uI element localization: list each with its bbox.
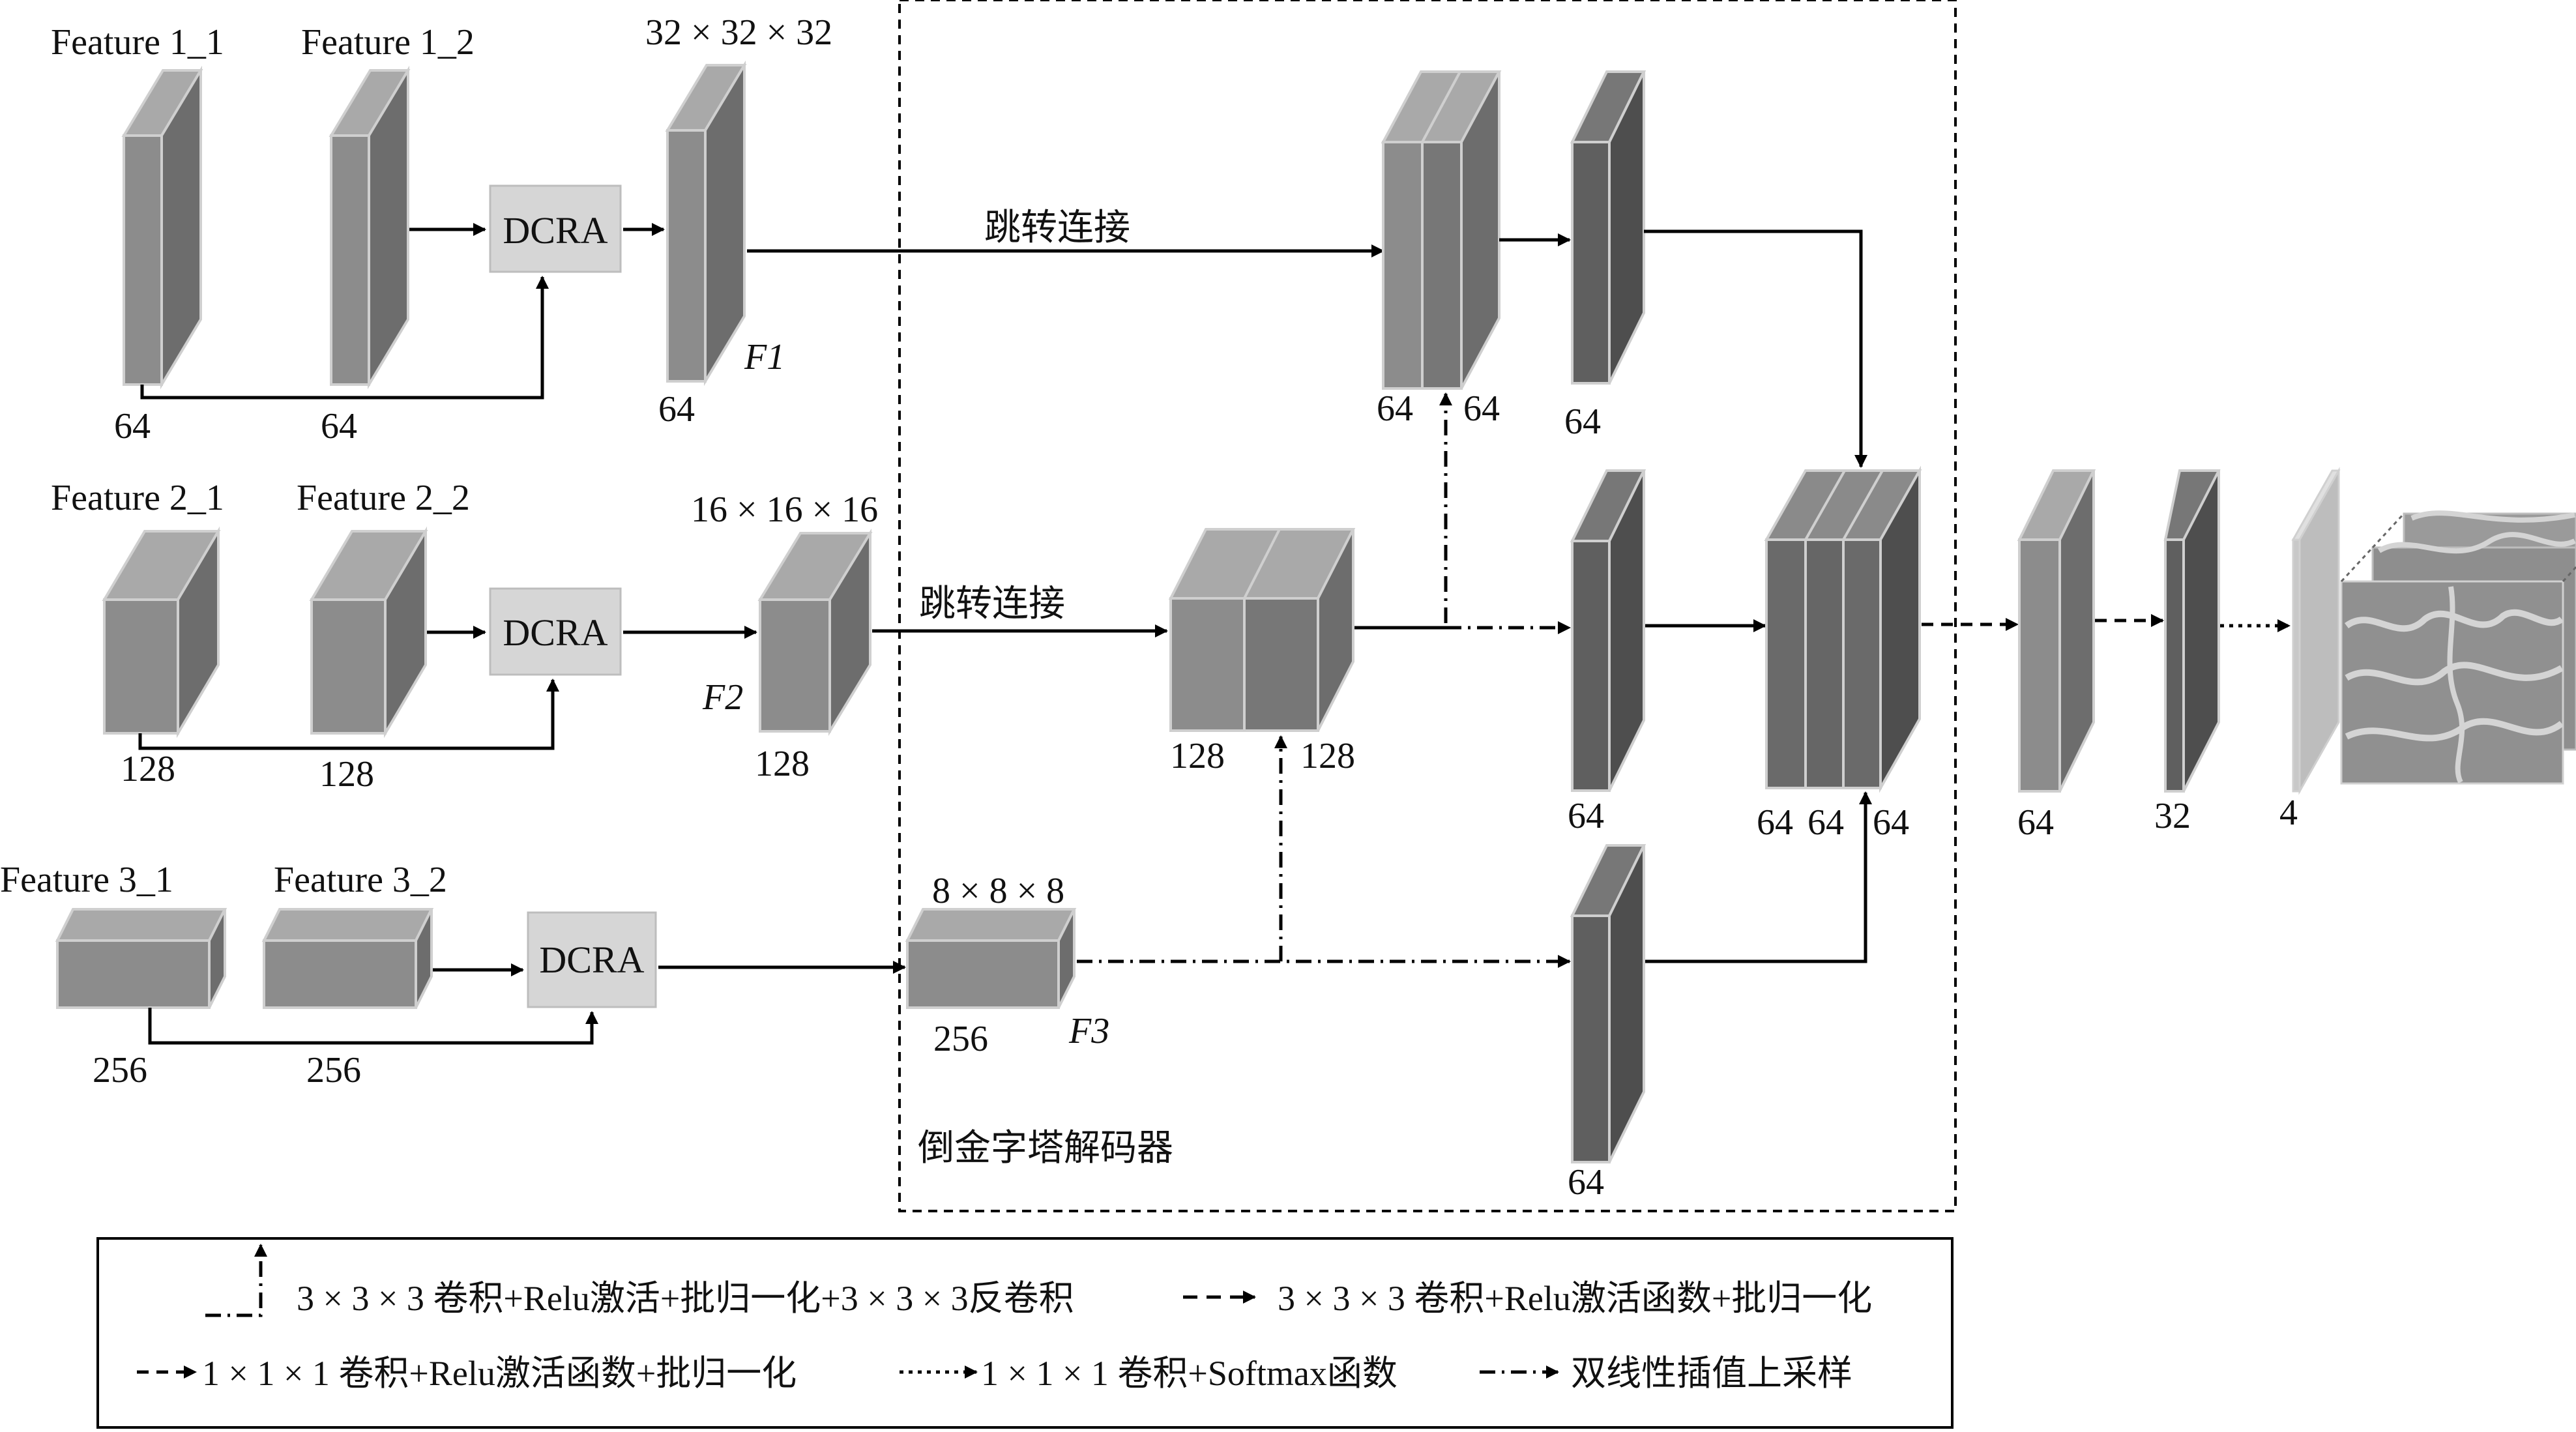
- feature-3-2-channels: 256: [306, 1050, 361, 1090]
- f2-label: F2: [702, 677, 743, 718]
- feature-2-2-channels: 128: [319, 754, 374, 795]
- legend-item-softmax: 1 × 1 × 1 卷积+Softmax函数: [900, 1354, 1398, 1393]
- cube-middle-channels-b: 128: [1300, 736, 1355, 776]
- feature-1-2-block: [329, 65, 411, 390]
- segmentation-result-image: [2340, 510, 2576, 785]
- legend-item-conv1: 1 × 1 × 1 卷积+Relu激活函数+批归一化: [137, 1354, 797, 1393]
- size-2-label: 16 × 16 × 16: [691, 490, 878, 530]
- feature-3-2-label: Feature 3_2: [274, 860, 447, 900]
- cube-middle-channels-a: 128: [1170, 736, 1225, 776]
- svg-text:DCRA: DCRA: [539, 939, 644, 981]
- conv-middle-channels: 64: [1568, 796, 1604, 836]
- svg-text:1 × 1 × 1 卷积+Softmax函数: 1 × 1 × 1 卷积+Softmax函数: [981, 1354, 1398, 1393]
- dcra-module-3: DCRA: [527, 911, 657, 1008]
- svg-text:3 × 3 × 3 卷积+Relu激活函数+批归一化: 3 × 3 × 3 卷积+Relu激活函数+批归一化: [1278, 1279, 1872, 1318]
- conv-bottom-channels: 64: [1568, 1162, 1604, 1203]
- f2-block: [757, 528, 873, 737]
- decoder-region-border: [898, 0, 1957, 1212]
- feature-2-1-label: Feature 2_1: [51, 478, 224, 518]
- skip-connection-label-2: 跳转连接: [919, 584, 1065, 624]
- conv-block-top: [1570, 70, 1647, 385]
- legend-box: [96, 1237, 1954, 1429]
- feature-1-1-block: [121, 65, 203, 390]
- feature-2-1-channels: 128: [121, 749, 175, 789]
- feature-3-1-channels: 256: [93, 1050, 147, 1090]
- f3-channels: 256: [933, 1019, 988, 1059]
- svg-text:3 × 3 × 3 卷积+Relu激活+批归一化+3 × 3: 3 × 3 × 3 卷积+Relu激活+批归一化+3 × 3 × 3反卷积: [297, 1279, 1074, 1318]
- concat-block-top: [1381, 70, 1502, 390]
- feature-2-2-block: [309, 526, 428, 738]
- f1-channels: 64: [658, 389, 695, 430]
- concat-top-channels-a: 64: [1377, 388, 1413, 429]
- feature-3-1-block: [55, 908, 227, 1009]
- feature-1-1-label: Feature 1_1: [51, 22, 224, 63]
- concat-block-final: [1764, 465, 1922, 793]
- feature-3-2-block: [261, 908, 434, 1009]
- f3-label: F3: [1068, 1011, 1109, 1051]
- f1-label: F1: [744, 337, 785, 377]
- feature-1-2-label: Feature 1_2: [301, 22, 475, 63]
- svg-text:双线性插值上采样: 双线性插值上采样: [1571, 1354, 1852, 1393]
- final-concat-channels-c: 64: [1873, 802, 1909, 843]
- conv-top-channels: 64: [1564, 402, 1601, 442]
- softmax-output-plane: [2291, 467, 2341, 795]
- legend-item-upsample: 双线性插值上采样: [1480, 1354, 1852, 1393]
- feature-3-1-label: Feature 3_1: [0, 860, 173, 900]
- output-conv-32-channels: 32: [2154, 796, 2191, 836]
- legend-item-conv3: 3 × 3 × 3 卷积+Relu激活函数+批归一化: [1183, 1279, 1872, 1318]
- size-3-label: 8 × 8 × 8: [932, 871, 1064, 911]
- output-plane-channels: 4: [2279, 793, 2298, 833]
- feature-1-2-channels: 64: [321, 406, 357, 446]
- concat-top-channels-b: 64: [1463, 388, 1500, 429]
- f2-channels: 128: [755, 744, 810, 784]
- output-conv-64-channels: 64: [2017, 802, 2054, 843]
- dcra-module-2: DCRA: [489, 587, 622, 676]
- size-1-label: 32 × 32 × 32: [645, 12, 832, 53]
- feature-2-2-label: Feature 2_2: [297, 478, 470, 518]
- output-conv-64: [2017, 469, 2096, 793]
- svg-text:1 × 1 × 1 卷积+Relu激活函数+批归一化: 1 × 1 × 1 卷积+Relu激活函数+批归一化: [202, 1354, 797, 1393]
- svg-text:DCRA: DCRA: [503, 611, 607, 654]
- decoder-title: 倒金字塔解码器: [918, 1128, 1173, 1169]
- svg-text:DCRA: DCRA: [503, 209, 607, 252]
- conv-block-middle: [1570, 469, 1647, 792]
- output-conv-32: [2163, 469, 2221, 793]
- final-concat-channels-a: 64: [1757, 802, 1793, 843]
- dcra-module-1: DCRA: [489, 184, 622, 273]
- f1-block: [665, 60, 747, 387]
- final-concat-channels-b: 64: [1808, 802, 1844, 843]
- skip-connection-label-1: 跳转连接: [984, 208, 1130, 248]
- feature-2-1-block: [102, 526, 221, 738]
- feature-1-1-channels: 64: [114, 406, 151, 446]
- conv-block-bottom: [1570, 844, 1647, 1163]
- legend-item-deconv: 3 × 3 × 3 卷积+Relu激活+批归一化+3 × 3 × 3反卷积: [205, 1244, 1074, 1318]
- concat-cube-middle: [1168, 528, 1356, 732]
- f3-block: [905, 908, 1077, 1009]
